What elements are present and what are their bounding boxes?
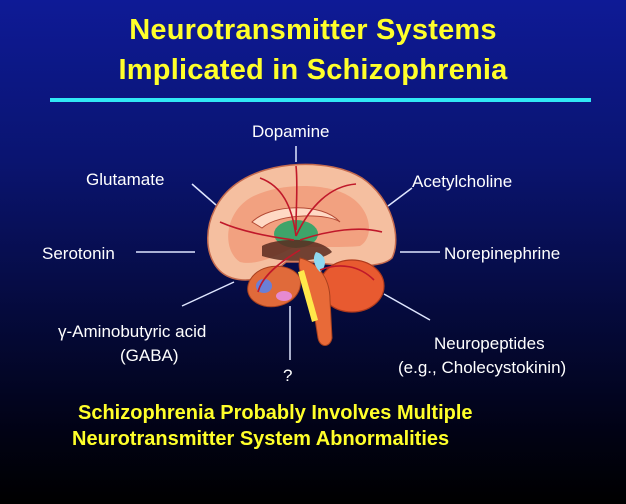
glutamate-leader	[192, 184, 216, 205]
label-norepinephrine: Norepinephrine	[444, 244, 560, 264]
acetylcholine-leader	[388, 188, 412, 206]
conclusion-line-1: Schizophrenia Probably Involves Multiple	[78, 402, 473, 425]
label-gaba-line1: γ-Aminobutyric acid	[58, 322, 206, 342]
label-gaba-line2: (GABA)	[120, 346, 179, 366]
label-glutamate: Glutamate	[86, 170, 164, 190]
label-acetylcholine: Acetylcholine	[412, 172, 512, 192]
label-neuropeptides-line1: Neuropeptides	[434, 334, 545, 354]
nucleus-pink	[276, 291, 292, 301]
label-unknown: ?	[283, 366, 292, 386]
label-serotonin: Serotonin	[42, 244, 115, 264]
label-neuropeptides-line2: (e.g., Cholecystokinin)	[398, 358, 566, 378]
conclusion-line-2: Neurotransmitter System Abnormalities	[72, 428, 449, 451]
gaba-leader	[182, 282, 234, 306]
neuropeptides-leader	[384, 294, 430, 320]
label-dopamine: Dopamine	[252, 122, 330, 142]
pathway	[296, 166, 297, 230]
